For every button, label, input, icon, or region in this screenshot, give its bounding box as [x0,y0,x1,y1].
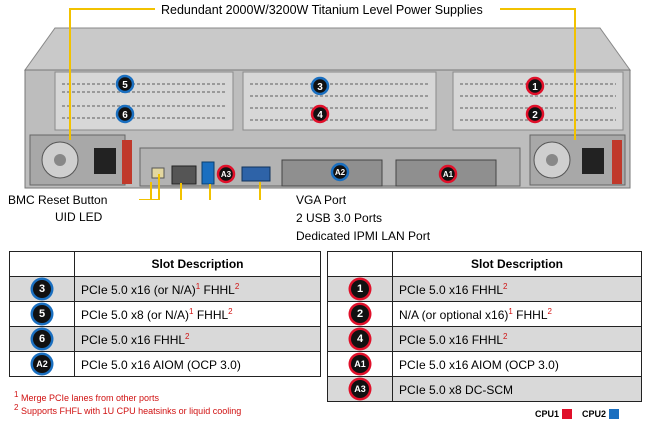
slot-description: PCIe 5.0 x16 FHHL2 [392,276,642,302]
ipmi-lan-label: Dedicated IPMI LAN Port [296,229,431,243]
slot-badge: A3 [351,380,369,398]
chassis-badge-a2: A2 [330,162,350,182]
vga-port-shape [241,166,271,182]
legend-cpu2-label: CPU2 [582,409,607,419]
slot-description: PCIe 5.0 x16 AIOM (OCP 3.0) [392,351,642,377]
chassis-badge-3: 3 [310,76,330,96]
callout-lines [69,8,576,200]
slot-badge: A1 [351,355,369,373]
slot-badge: 6 [33,330,51,348]
usb-ports-label: 2 USB 3.0 Ports [296,211,383,225]
footnote-2: 2 Supports FHFL with 1U CPU heatsinks or… [14,403,242,416]
legend-cpu1: CPU1 [535,409,573,419]
svg-text:3: 3 [317,82,323,93]
svg-text:1: 1 [532,82,538,93]
svg-text:5: 5 [122,80,128,91]
table-header: Slot Description [74,251,321,277]
slot-table-left: Slot Description 3 PCIe 5.0 x16 (or N/A)… [9,251,321,377]
bmc-reset-label: BMC Reset Button [8,193,108,207]
svg-text:4: 4 [317,110,323,121]
slot-description: PCIe 5.0 x16 FHHL2 [74,326,321,352]
table-row: 2 N/A (or optional x16)1 FHHL2 [327,301,642,327]
legend-cpu2-swatch [609,409,620,419]
table-row: 1 PCIe 5.0 x16 FHHL2 [327,276,642,302]
table-row: 5 PCIe 5.0 x8 (or N/A)1 FHHL2 [9,301,321,327]
power-supply-left [29,134,132,186]
svg-text:A2: A2 [335,168,346,177]
slot-badge: A2 [33,355,51,373]
legend-cpu1-label: CPU1 [535,409,560,419]
uid-led-label: UID LED [55,210,103,224]
table-header: Slot Description [392,251,642,277]
slot-badge: 4 [351,330,369,348]
legend-cpu2: CPU2 [582,409,620,419]
table-row: 4 PCIe 5.0 x16 FHHL2 [327,326,642,352]
badge-header-cell [9,251,75,277]
legend-cpu1-swatch [562,409,573,419]
svg-text:A1: A1 [443,170,454,179]
badge-header-cell [327,251,393,277]
table-row: A1 PCIe 5.0 x16 AIOM (OCP 3.0) [327,351,642,377]
slot-badge: 1 [351,280,369,298]
slot-badge: 3 [33,280,51,298]
chassis-badge-a3: A3 [216,164,236,184]
table-row: 3 PCIe 5.0 x16 (or N/A)1 FHHL2 [9,276,321,302]
power-supplies-label: Redundant 2000W/3200W Titanium Level Pow… [161,3,483,17]
chassis-badge-5: 5 [115,74,135,94]
chassis-lid [24,27,631,71]
table-row: A2 PCIe 5.0 x16 AIOM (OCP 3.0) [9,351,321,377]
table-row: 6 PCIe 5.0 x16 FHHL2 [9,326,321,352]
footnote-1: 1 Merge PCIe lanes from other ports [14,390,160,403]
chassis-badge-6: 6 [115,104,135,124]
slot-description: PCIe 5.0 x8 DC-SCM [392,376,642,402]
slot-badge: 2 [351,305,369,323]
chassis-badges: 5 6 3 4 1 2 A3 A2 A1 [115,74,545,184]
chassis-badge-a1: A1 [438,164,458,184]
slot-description: PCIe 5.0 x16 AIOM (OCP 3.0) [74,351,321,377]
slot-description: PCIe 5.0 x16 FHHL2 [392,326,642,352]
table-row: A3 PCIe 5.0 x8 DC-SCM [327,376,642,402]
slot-table-right: Slot Description 1 PCIe 5.0 x16 FHHL2 2 … [327,251,642,402]
slot-badge: 5 [33,305,51,323]
slot-description: PCIe 5.0 x16 (or N/A)1 FHHL2 [74,276,321,302]
vga-port-label: VGA Port [296,193,347,207]
svg-text:6: 6 [122,110,128,121]
chassis-badge-2: 2 [525,104,545,124]
slot-description: N/A (or optional x16)1 FHHL2 [392,301,642,327]
chassis-illustration: 5 6 3 4 1 2 A3 A2 A1 [24,8,631,200]
power-supply-right [529,134,626,186]
svg-text:A3: A3 [221,170,232,179]
slot-description: PCIe 5.0 x8 (or N/A)1 FHHL2 [74,301,321,327]
ipmi-lan-port-shape [171,165,197,185]
svg-text:2: 2 [532,110,538,121]
usb-ports-shape [201,161,215,185]
chassis-badge-4: 4 [310,104,330,124]
chassis-badge-1: 1 [525,76,545,96]
